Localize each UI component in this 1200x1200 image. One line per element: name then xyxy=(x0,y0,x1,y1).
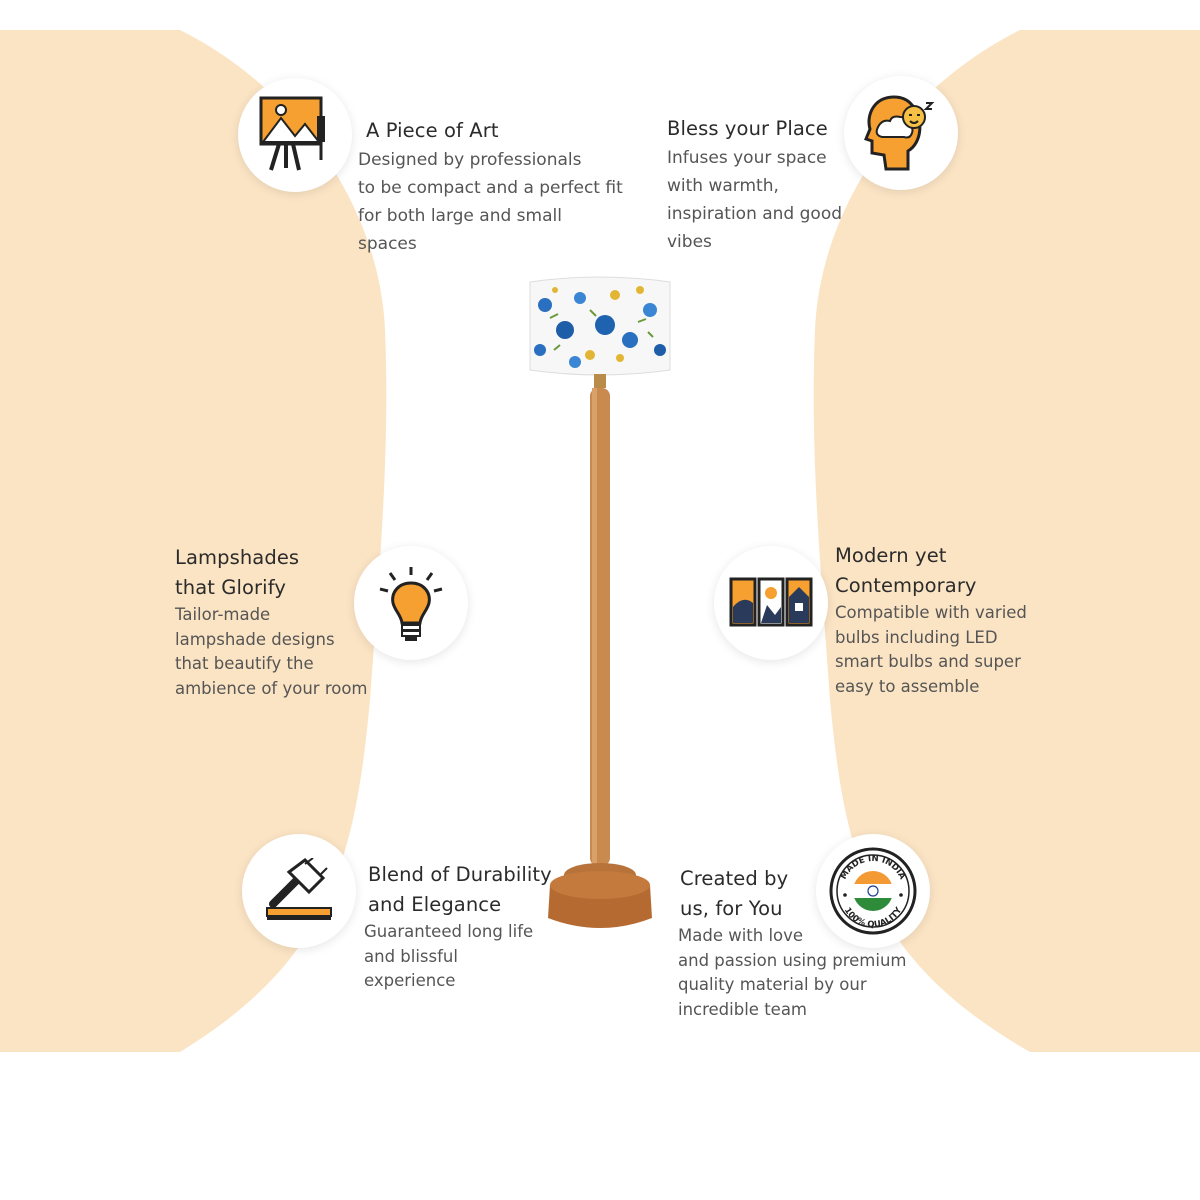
hammer-icon xyxy=(266,858,332,920)
piece-of-art-line-1: Designed by professionals xyxy=(358,150,582,170)
right-panel xyxy=(813,30,1200,1052)
bless-place-line-3: inspiration and good xyxy=(667,204,843,224)
modern-icon-circle xyxy=(714,546,828,660)
piece-of-art-line-2: to be compact and a perfect fit xyxy=(358,178,623,198)
bless-place-line-4: vibes xyxy=(667,232,712,252)
floor-lamp-image xyxy=(529,276,671,928)
lampshades-icon-circle xyxy=(354,546,468,660)
durability-icon-circle xyxy=(242,834,356,948)
modern-line-4: easy to assemble xyxy=(835,676,980,696)
piece-of-art-block: A Piece of Art Designed by professionals… xyxy=(358,116,638,258)
modern-block: Modern yet Contemporary Compatible with … xyxy=(835,541,1065,699)
lampshades-title-1: Lampshades xyxy=(175,546,300,569)
modern-line-1: Compatible with varied xyxy=(835,603,1027,622)
created-line-2: and passion using premium xyxy=(678,950,907,970)
piece-of-art-icon-circle xyxy=(238,78,352,192)
lampshades-title-2: that Glorify xyxy=(175,576,286,599)
modern-line-3: smart bulbs and super xyxy=(835,652,1021,671)
created-line-4: incredible team xyxy=(678,999,808,1019)
made-in-india-badge-icon: MADE IN INDIA 100% QUALITY xyxy=(829,847,917,935)
created-title-1: Created by xyxy=(680,867,789,890)
bless-place-line-1: Infuses your space xyxy=(667,148,827,168)
bless-place-block: Bless your Place Infuses your space with… xyxy=(667,114,867,256)
bless-place-title: Bless your Place xyxy=(667,117,828,140)
durability-line-1: Guaranteed long life xyxy=(364,922,534,941)
created-line-1: Made with love xyxy=(678,926,804,945)
durability-block: Blend of Durability and Elegance Guarant… xyxy=(364,860,568,994)
durability-title-1: Blend of Durability xyxy=(368,863,552,886)
lampshades-line-3: that beautify the xyxy=(175,654,314,673)
created-block: Created by us, for You Made with love an… xyxy=(678,864,928,1022)
durability-line-3: experience xyxy=(364,971,456,990)
lampshades-line-1: Tailor-made xyxy=(175,605,271,624)
art-panels-icon xyxy=(729,577,813,627)
mind-smile-icon xyxy=(864,95,935,171)
piece-of-art-line-3: for both large and small xyxy=(358,206,562,226)
bless-place-line-2: with warmth, xyxy=(667,176,779,196)
modern-title-2: Contemporary xyxy=(835,574,977,597)
modern-title-1: Modern yet xyxy=(835,544,947,567)
created-line-3: quality material by our xyxy=(678,975,867,994)
durability-line-2: and blissful xyxy=(364,946,458,966)
bless-place-icon-circle xyxy=(844,76,958,190)
left-panel xyxy=(0,30,387,1052)
floral-pattern xyxy=(534,286,666,368)
lampshades-block: Lampshades that Glorify Tailor-made lamp… xyxy=(175,543,395,701)
created-title-2: us, for You xyxy=(680,897,783,920)
created-icon-circle: MADE IN INDIA 100% QUALITY xyxy=(816,834,930,948)
durability-title-2: and Elegance xyxy=(368,893,502,916)
light-bulb-icon xyxy=(379,567,443,641)
piece-of-art-line-4: spaces xyxy=(358,234,417,254)
painting-easel-icon xyxy=(259,96,325,171)
lampshades-line-4: ambience of your room xyxy=(175,678,368,698)
lampshades-line-2: lampshade designs xyxy=(175,629,335,649)
piece-of-art-title: A Piece of Art xyxy=(366,119,499,142)
modern-line-2: bulbs including LED xyxy=(835,627,998,647)
